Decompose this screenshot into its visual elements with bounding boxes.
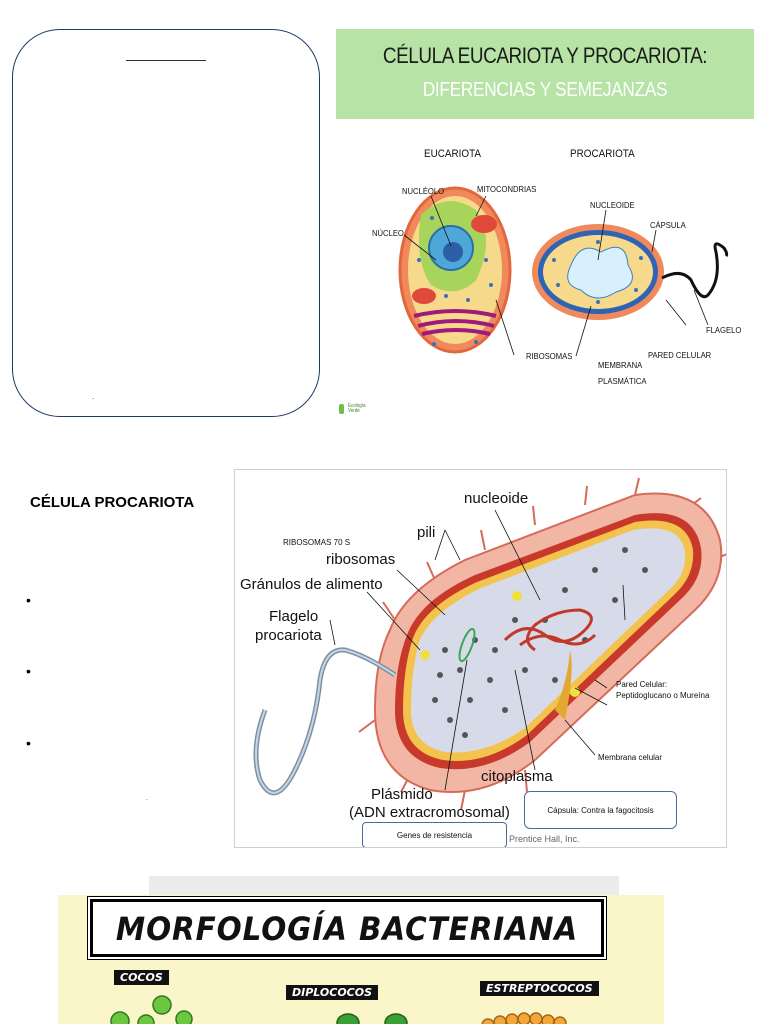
label-nucleolo: NUCLÉOLO (402, 186, 445, 196)
label-pared-2: Peptidoglucano o Mureína (616, 691, 710, 700)
section-title: CÉLULA PROCARIOTA (30, 494, 195, 511)
label-nucleoide: nucleoide (464, 490, 529, 507)
prokaryote-figure: nucleoide pili RIBOSOMAS 70 S ribosomas … (234, 469, 727, 848)
label-granulos: Gránulos de alimento (240, 576, 383, 593)
tag-cocos: COCOS (114, 970, 169, 985)
label-adn-extracromosomal: (ADN extracromosomal) (349, 804, 510, 821)
logo-line-2: Verde (348, 407, 361, 414)
title-banner: CÉLULA EUCARIOTA Y PROCARIOTA: DIFERENCI… (336, 29, 754, 119)
dna-coil (503, 608, 597, 652)
cytoplasm (411, 528, 686, 753)
note-underline (126, 60, 206, 61)
ribosome-dots (432, 547, 648, 738)
label-flagelo: FLAGELO (706, 325, 742, 335)
label-nucleoide: NUCLEOIDE (590, 200, 635, 210)
cell-comparison-drawing (398, 186, 729, 357)
credit: Prentice Hall, Inc. (509, 834, 580, 844)
prokaryote-ribosomes (552, 240, 643, 304)
golgi (413, 309, 497, 336)
label-plasmatica: PLASMÁTICA (598, 376, 647, 386)
capsula-callout: Cápsula: Contra la fagocitosis (524, 791, 677, 829)
leader-lines (403, 195, 709, 357)
genes-callout: Genes de resistencia (362, 822, 507, 847)
nucleoid (567, 246, 633, 299)
bullet-1: • (26, 592, 31, 608)
label-ribosomas-70s: RIBOSOMAS 70 S (283, 538, 351, 547)
morphology-poster: MORFOLOGÍA BACTERIANA COCOS DIPLOCOCOS E… (58, 895, 664, 1024)
banner-title: CÉLULA EUCARIOTA Y PROCARIOTA: (382, 43, 708, 68)
bullet-3: • (26, 735, 31, 751)
tag-estreptococos: ESTREPTOCOCOS (480, 981, 599, 996)
note-dot: . (92, 392, 95, 401)
mitochondrion-1 (471, 215, 497, 233)
label-mitocondrias: MITOCONDRIAS (477, 184, 537, 194)
food-granule-3 (570, 687, 580, 697)
label-nucleo: NÚCLEO (372, 228, 404, 238)
label-pared-celular: PARED CELULAR (648, 350, 712, 360)
label-membrana: Membrana celular (598, 753, 663, 762)
label-flagelo-procariota: procariota (255, 627, 322, 644)
logo-text: Ecología Verde (348, 402, 366, 414)
label-ribosomas: ribosomas (326, 551, 396, 568)
plasmid (458, 627, 476, 663)
cocos-shapes (110, 995, 193, 1024)
small-dot: . (146, 796, 148, 802)
nucleolus (443, 242, 463, 262)
cell-comparison-figure: EUCARIOTA PROCARIOTA NUCLÉOLO MITOCONDRI… (336, 120, 756, 420)
leaf-icon (339, 403, 344, 414)
label-pili: pili (417, 524, 436, 541)
label-flagelo: Flagelo (269, 608, 319, 625)
prokaryote-heading: PROCARIOTA (570, 148, 635, 160)
label-membrana: MEMBRANA (598, 360, 643, 370)
morphology-title: MORFOLOGÍA BACTERIANA (115, 910, 579, 948)
ecologia-verde-logo: Ecología Verde (339, 400, 368, 418)
label-citoplasma: citoplasma (481, 768, 553, 785)
bacteria-shapes (110, 995, 567, 1024)
membrane-tab (555, 650, 572, 720)
mitochondrion-2 (412, 288, 436, 304)
bullet-2: • (26, 663, 31, 679)
estreptococos-shapes (481, 1012, 567, 1024)
food-granule-1 (420, 650, 430, 660)
label-plasmido: Plásmido (371, 786, 433, 803)
tag-diplococos: DIPLOCOCOS (286, 985, 379, 1000)
label-capsula: CÁPSULA (650, 220, 686, 230)
eukaryote-ribosomes (417, 216, 493, 346)
label-pared-1: Pared Celular: (616, 680, 668, 689)
note-card (12, 29, 320, 417)
food-granule-2 (512, 591, 522, 601)
banner-subtitle: DIFERENCIAS Y SEMEJANZAS (422, 79, 668, 101)
morphology-top-strip (149, 876, 619, 898)
prokaryote-drawing (253, 477, 726, 811)
flagellum (661, 242, 729, 299)
morphology-title-box: MORFOLOGÍA BACTERIANA (88, 897, 606, 959)
prok-leader-lines (329, 509, 626, 791)
eukaryote-heading: EUCARIOTA (424, 148, 482, 160)
diplococos-shapes (336, 1013, 408, 1024)
logo-line-1: Ecología (348, 402, 366, 409)
label-ribosomas: RIBOSOMAS (526, 351, 573, 361)
